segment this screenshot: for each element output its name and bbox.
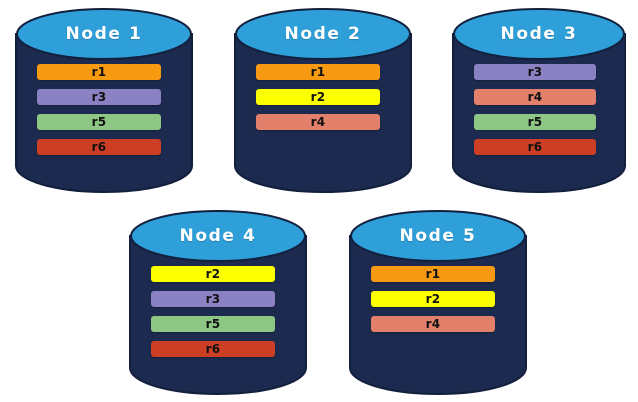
cylinder-top-disc <box>350 210 526 262</box>
replica-label: r4 <box>425 317 441 331</box>
replica-bar-r1[interactable]: r1 <box>371 266 495 282</box>
replica-label: r6 <box>205 342 221 356</box>
replica-bar-r2[interactable]: r2 <box>256 89 380 105</box>
replica-bar-r2[interactable]: r2 <box>151 266 275 282</box>
replica-list: r2 r3 r5 r6 <box>151 266 275 357</box>
replica-bar-r1[interactable]: r1 <box>37 64 161 80</box>
replica-label: r6 <box>91 140 107 154</box>
replica-label: r5 <box>527 115 543 129</box>
replica-list: r1 r2 r4 <box>371 266 495 332</box>
replica-bar-r3[interactable]: r3 <box>474 64 596 80</box>
replica-list: r1 r2 r4 <box>256 64 380 130</box>
replica-bar-r5[interactable]: r5 <box>151 316 275 332</box>
replica-label: r1 <box>310 65 326 79</box>
replica-bar-r1[interactable]: r1 <box>256 64 380 80</box>
cylinder-top-disc <box>130 210 306 262</box>
replica-bar-r5[interactable]: r5 <box>474 114 596 130</box>
cylinder-top-disc <box>453 8 625 60</box>
replica-label: r3 <box>205 292 221 306</box>
cylinder-top-disc <box>16 8 192 60</box>
replica-label: r5 <box>205 317 221 331</box>
replica-bar-r2[interactable]: r2 <box>371 291 495 307</box>
replica-label: r2 <box>425 292 441 306</box>
replica-label: r3 <box>527 65 543 79</box>
replica-label: r3 <box>91 90 107 104</box>
replica-label: r2 <box>310 90 326 104</box>
replica-bar-r4[interactable]: r4 <box>371 316 495 332</box>
replica-label: r5 <box>91 115 107 129</box>
replica-label: r4 <box>527 90 543 104</box>
cylinder-top-disc <box>235 8 411 60</box>
replica-label: r1 <box>91 65 107 79</box>
replica-label: r2 <box>205 267 221 281</box>
replica-bar-r6[interactable]: r6 <box>151 341 275 357</box>
replica-bar-r4[interactable]: r4 <box>474 89 596 105</box>
replica-bar-r4[interactable]: r4 <box>256 114 380 130</box>
replica-list: r3 r4 r5 r6 <box>474 64 596 155</box>
replica-bar-r3[interactable]: r3 <box>151 291 275 307</box>
replica-bar-r5[interactable]: r5 <box>37 114 161 130</box>
replica-label: r4 <box>310 115 326 129</box>
replica-label: r1 <box>425 267 441 281</box>
replica-list: r1 r3 r5 r6 <box>37 64 161 155</box>
replica-bar-r3[interactable]: r3 <box>37 89 161 105</box>
replica-bar-r6[interactable]: r6 <box>37 139 161 155</box>
replica-label: r6 <box>527 140 543 154</box>
replica-bar-r6[interactable]: r6 <box>474 139 596 155</box>
